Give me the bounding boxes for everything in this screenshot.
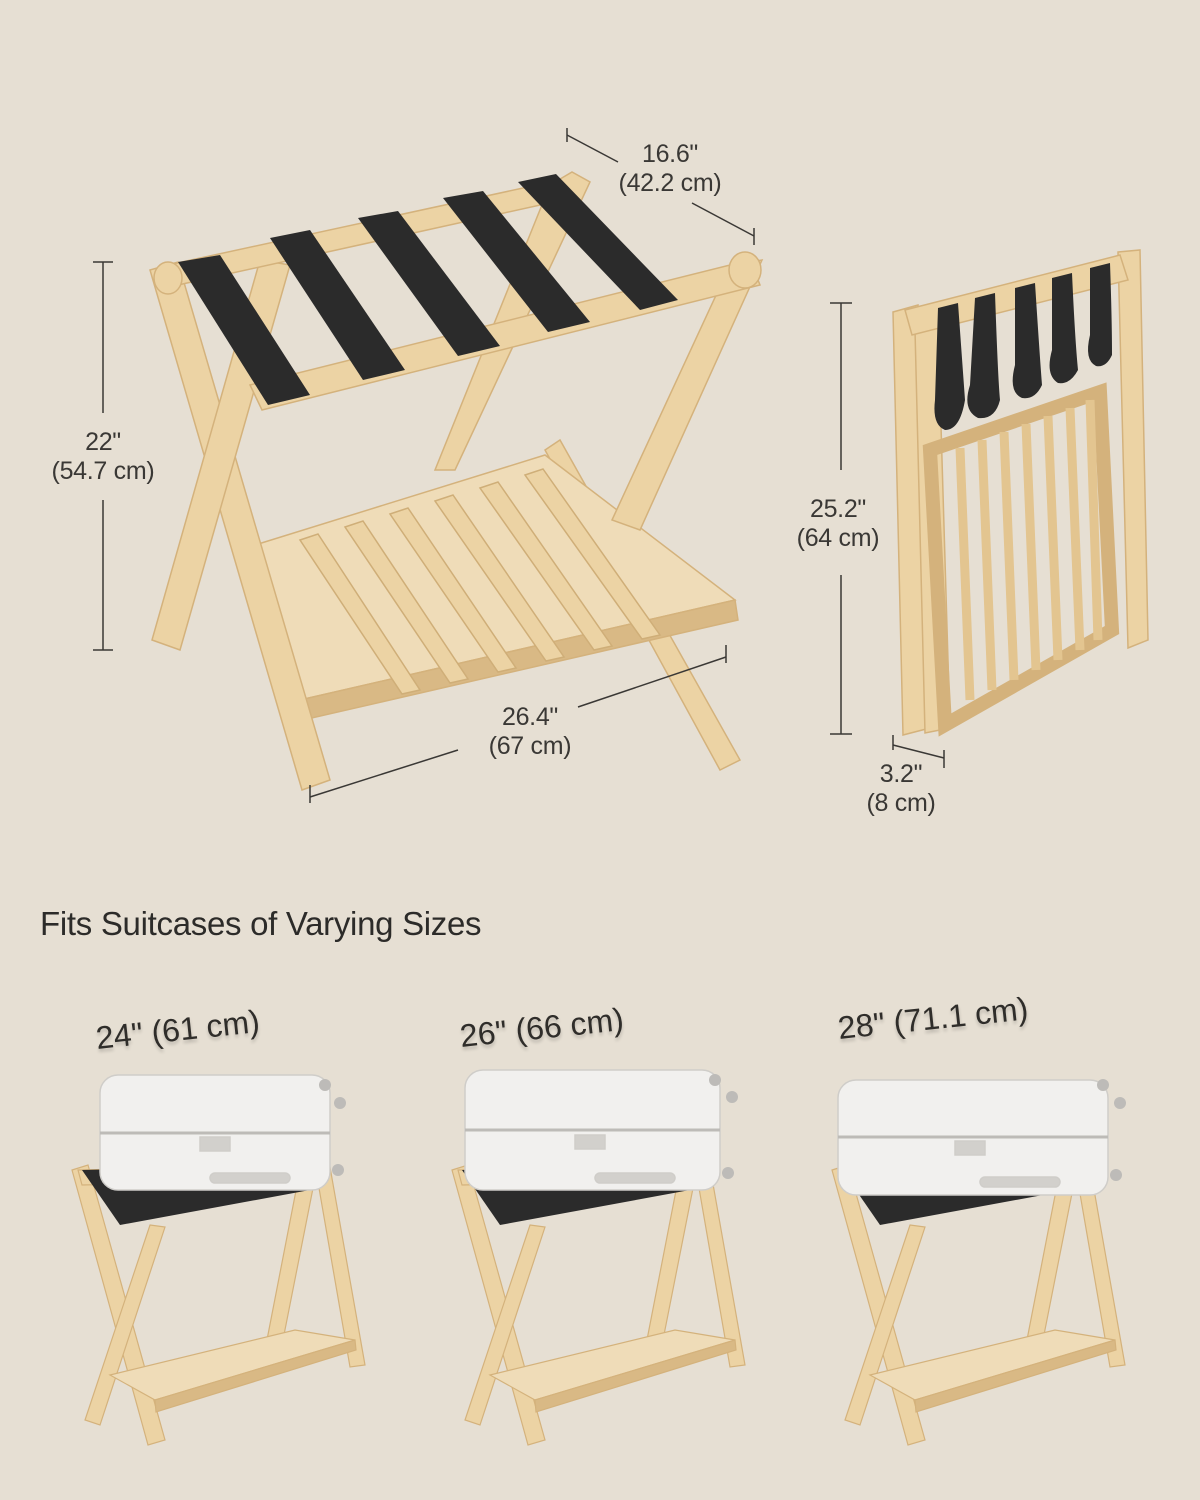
height-inches: 22" (85, 428, 121, 456)
folded-height-inches: 25.2" (809, 495, 867, 523)
folded-thickness-cm: (8 cm) (866, 789, 936, 817)
folded-height-cm: (64 cm) (796, 524, 880, 552)
folded-thickness-inches: 3.2" (879, 760, 923, 788)
rack-with-suitcase-24 (71, 1074, 366, 1446)
rack-with-suitcase-26 (451, 1069, 746, 1446)
depth-inches: 16.6" (641, 140, 699, 168)
folded-thickness-dimension-label: 3.2" (8 cm) (826, 760, 976, 818)
height-cm: (54.7 cm) (51, 457, 155, 485)
luggage-rack-folded-illustration (830, 249, 1149, 768)
width-inches: 26.4" (501, 703, 559, 731)
height-dimension-label: 22" (54.7 cm) (28, 428, 178, 486)
width-dimension-label: 26.4" (67 cm) (455, 703, 605, 761)
suitcase-size-label-24: 24" (61 cm) (94, 1003, 262, 1057)
width-cm: (67 cm) (488, 732, 572, 760)
section-heading: Fits Suitcases of Varying Sizes (40, 905, 482, 942)
luggage-rack-open-illustration (93, 128, 764, 803)
folded-height-dimension-label: 25.2" (64 cm) (763, 495, 913, 553)
rack-with-suitcase-28 (831, 1079, 1126, 1446)
suitcase-size-label-26: 26" (66 cm) (458, 1001, 626, 1055)
depth-cm: (42.2 cm) (618, 169, 722, 197)
suitcase-size-label-28: 28" (71.1 cm) (836, 990, 1030, 1047)
depth-dimension-label: 16.6" (42.2 cm) (595, 140, 745, 198)
